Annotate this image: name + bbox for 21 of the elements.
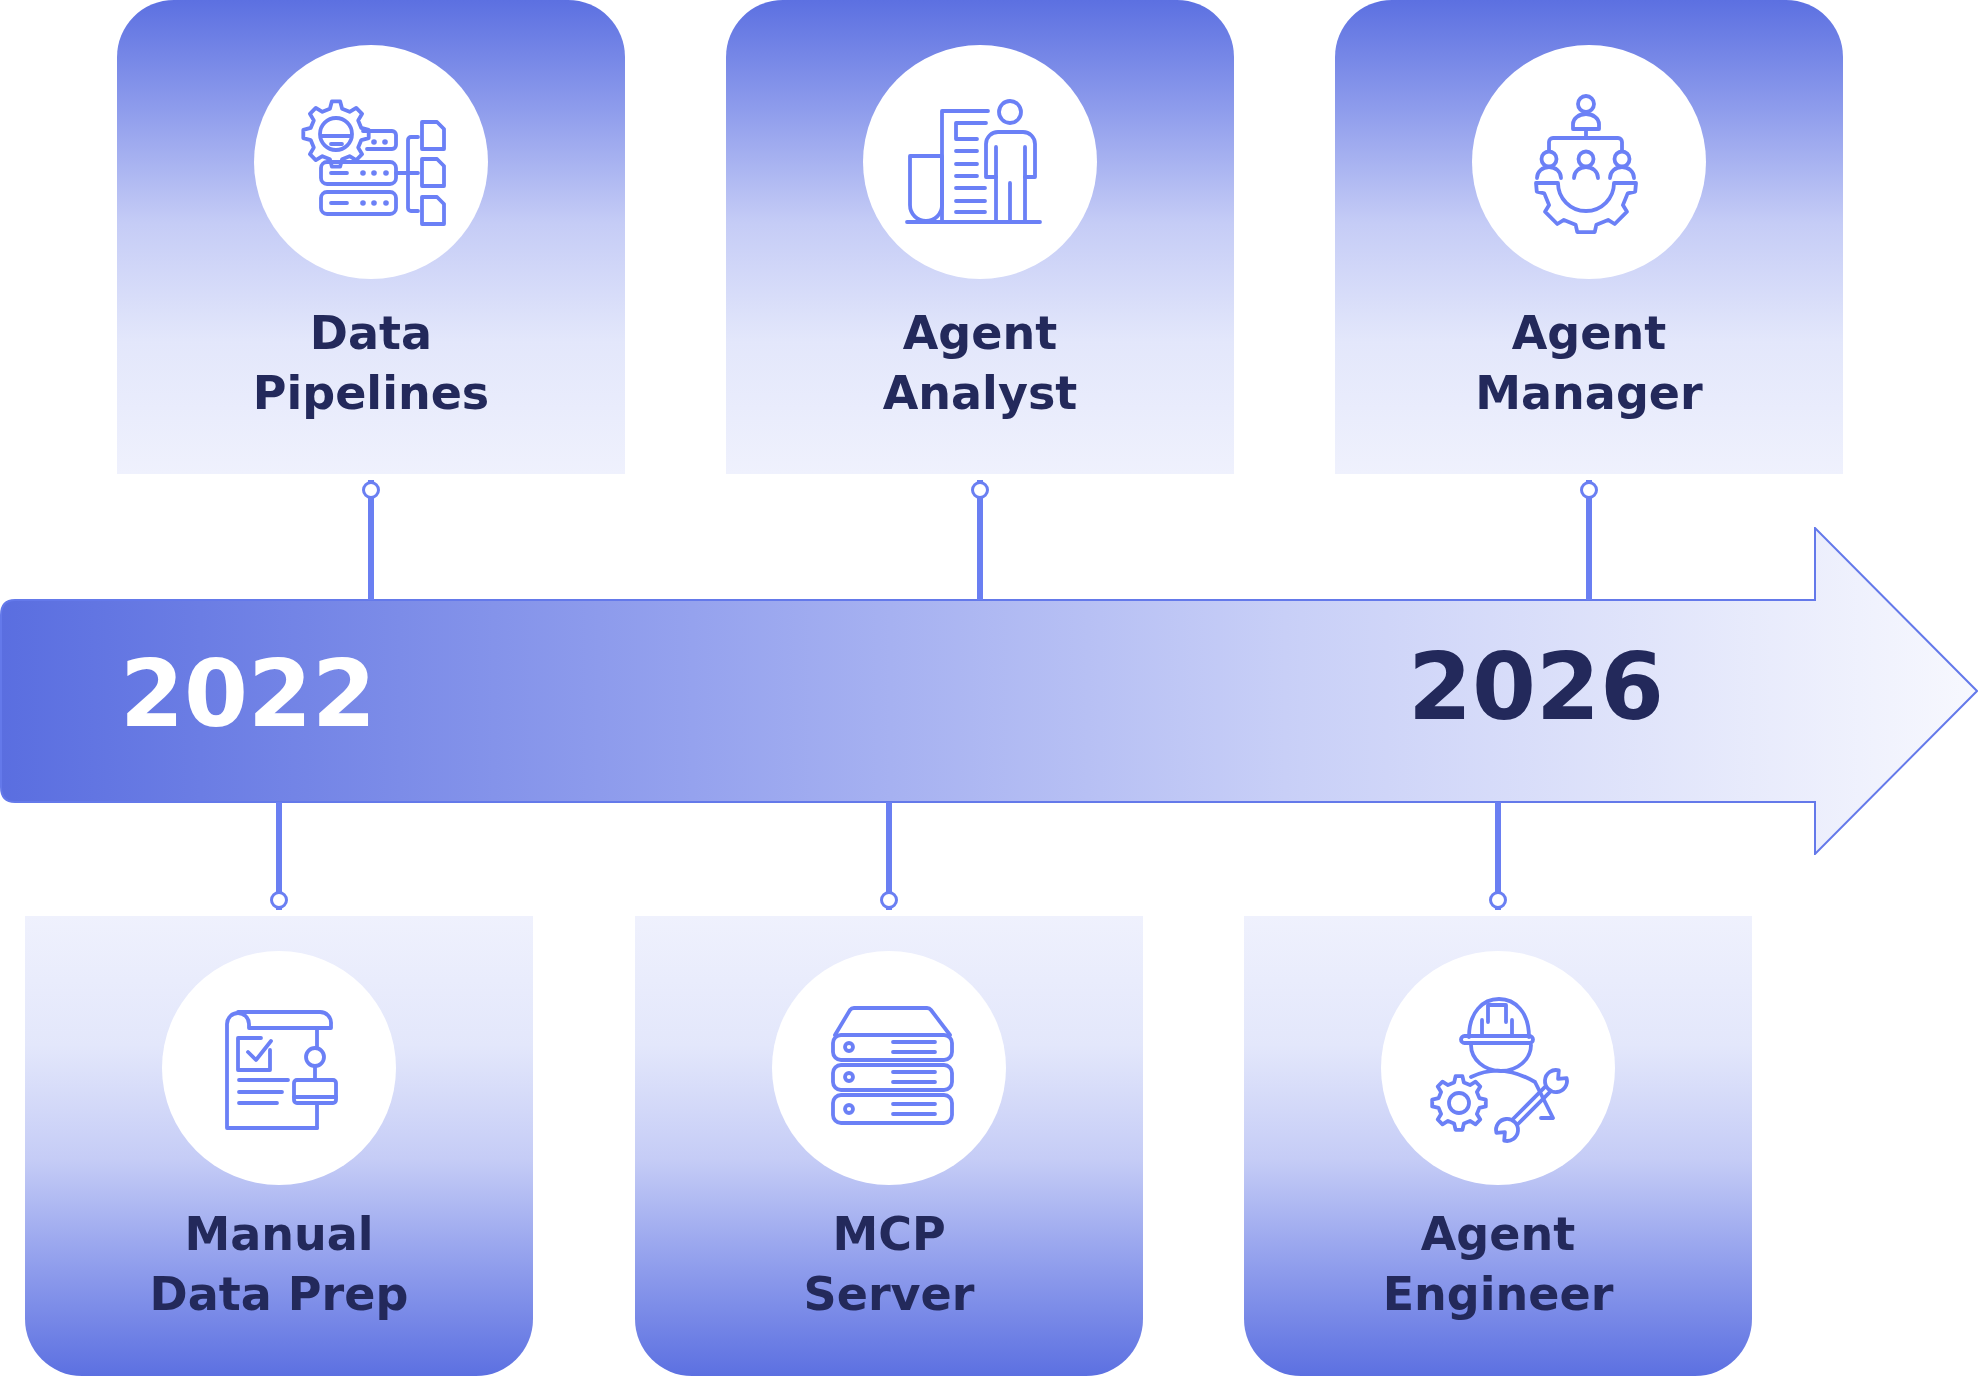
card-title: MCP Server xyxy=(802,1206,976,1323)
timeline-card xyxy=(25,916,533,1376)
card-title: Agent Manager xyxy=(1474,305,1704,422)
timeline-arrow xyxy=(0,527,1978,855)
timeline-card xyxy=(635,916,1143,1376)
timeline-card xyxy=(726,0,1234,474)
timeline-card xyxy=(1244,916,1752,1376)
year-label: 2026 xyxy=(1408,642,1665,734)
card-title: Manual Data Prep xyxy=(148,1206,410,1323)
connector-line xyxy=(270,802,288,910)
connector-line xyxy=(971,480,989,600)
connector-line xyxy=(362,480,380,600)
year-label: 2022 xyxy=(120,649,377,741)
connector-line xyxy=(1489,802,1507,910)
card-title: Agent Analyst xyxy=(881,305,1079,422)
connector-line xyxy=(880,802,898,910)
connector-line xyxy=(1580,480,1598,600)
timeline-card xyxy=(1335,0,1843,474)
timeline-card xyxy=(117,0,625,474)
card-title: Data Pipelines xyxy=(251,305,491,422)
card-title: Agent Engineer xyxy=(1381,1206,1615,1323)
